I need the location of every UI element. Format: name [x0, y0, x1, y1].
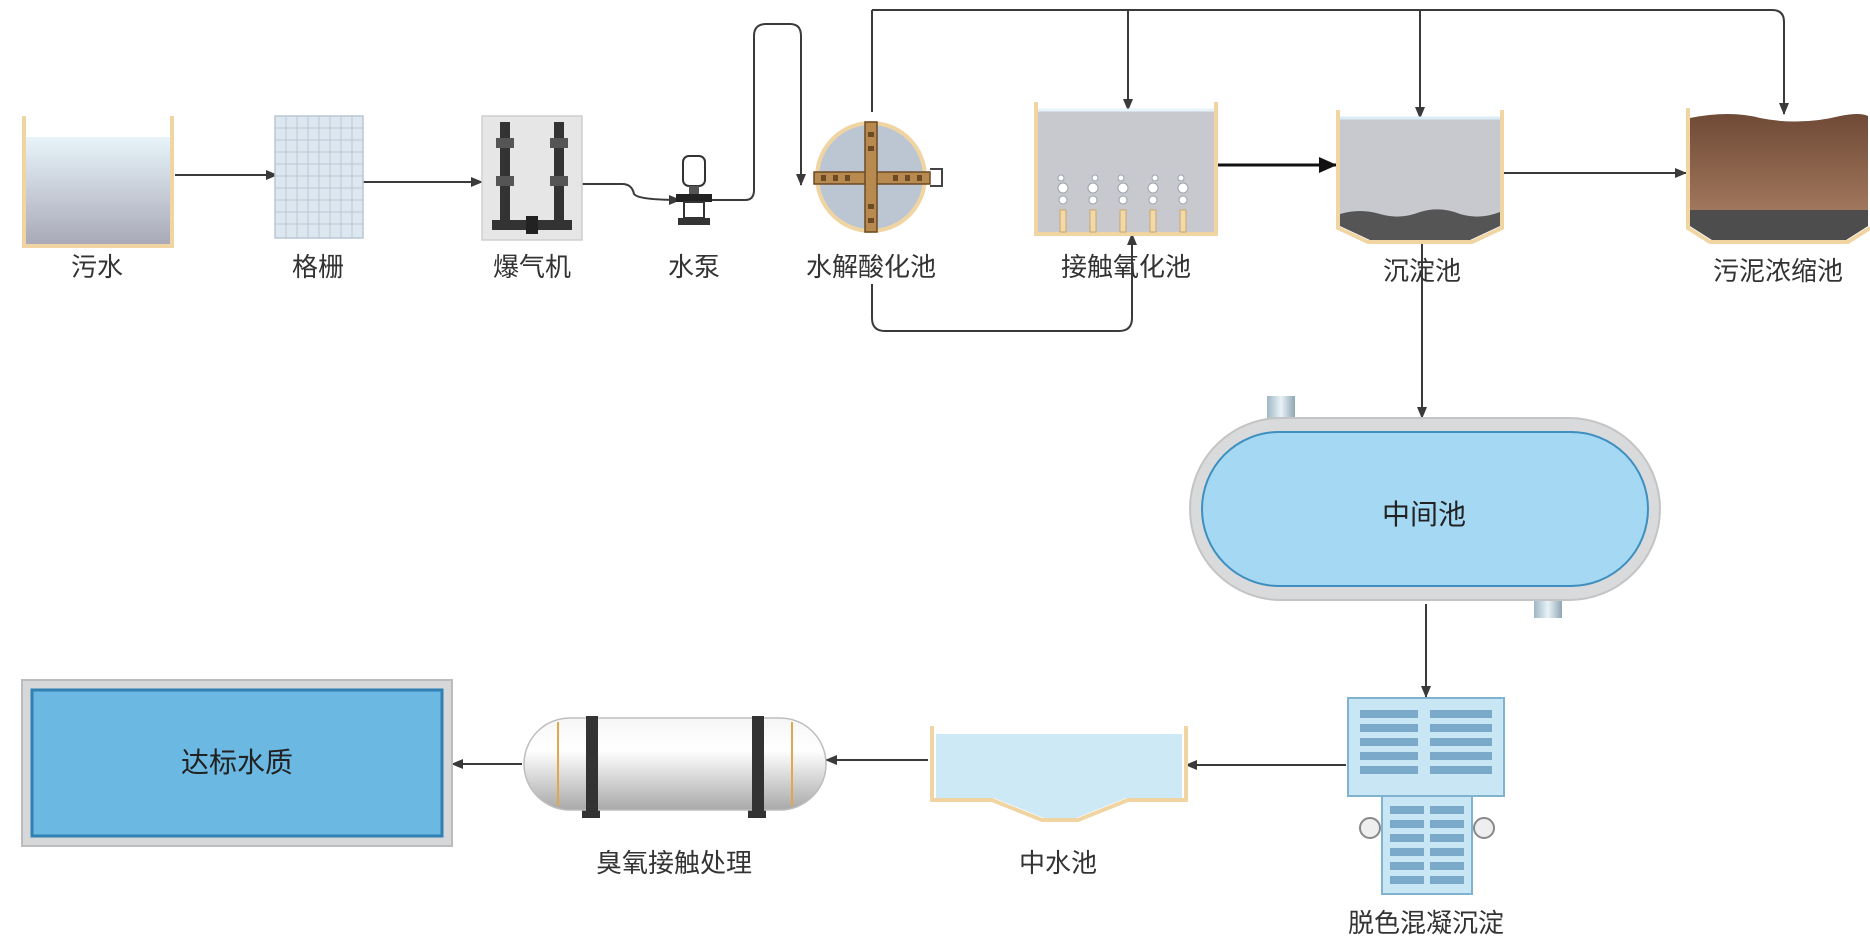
- hydrolysis-tank: 水解酸化池: [806, 121, 943, 283]
- flow-lines: [175, 9, 1789, 770]
- ozone-label: 臭氧接触处理: [596, 849, 752, 879]
- sludge-thickening-tank: 污泥浓缩池: [1686, 108, 1870, 287]
- contact-oxidation-label: 接触氧化池: [1061, 253, 1191, 283]
- water-pump: 水泵: [668, 155, 720, 283]
- sedimentation-label: 沉淀池: [1383, 257, 1461, 287]
- arrow-hydrolysis-to-contact-oxidation: [871, 233, 1137, 332]
- reclaimed-label: 中水池: [1019, 849, 1097, 879]
- pump-label: 水泵: [668, 253, 720, 283]
- arrow-pump-to-hydrolysis: [712, 23, 806, 201]
- sludge-thickening-label: 污泥浓缩池: [1713, 257, 1843, 287]
- standard-water-basin: 达标水质: [21, 679, 453, 847]
- sewage-tank: 污水: [22, 116, 174, 283]
- intermediate-tank: 中间池: [1189, 396, 1661, 618]
- sewage-label: 污水: [71, 253, 123, 283]
- reclaimed-water-tank: 中水池: [930, 726, 1188, 879]
- grille-screen: 格栅: [274, 115, 364, 283]
- contact-oxidation-tank: 接触氧化池: [1034, 102, 1218, 283]
- aerator-machine: 爆气机: [481, 115, 583, 283]
- sedimentation-tank: 沉淀池: [1336, 110, 1504, 287]
- decolor-coagulation-unit: 脱色混凝沉淀: [1347, 697, 1505, 939]
- decolor-label: 脱色混凝沉淀: [1348, 909, 1504, 939]
- arrow-aerator-to-pump: [582, 183, 681, 205]
- standard-label: 达标水质: [181, 746, 293, 779]
- ozone-contact-vessel: 臭氧接触处理: [523, 716, 827, 879]
- hydrolysis-label: 水解酸化池: [806, 253, 936, 283]
- aerator-label: 爆气机: [493, 253, 571, 283]
- intermediate-label: 中间池: [1382, 498, 1466, 531]
- grille-label: 格栅: [292, 253, 344, 283]
- air-header-to-sludge: [872, 9, 1789, 115]
